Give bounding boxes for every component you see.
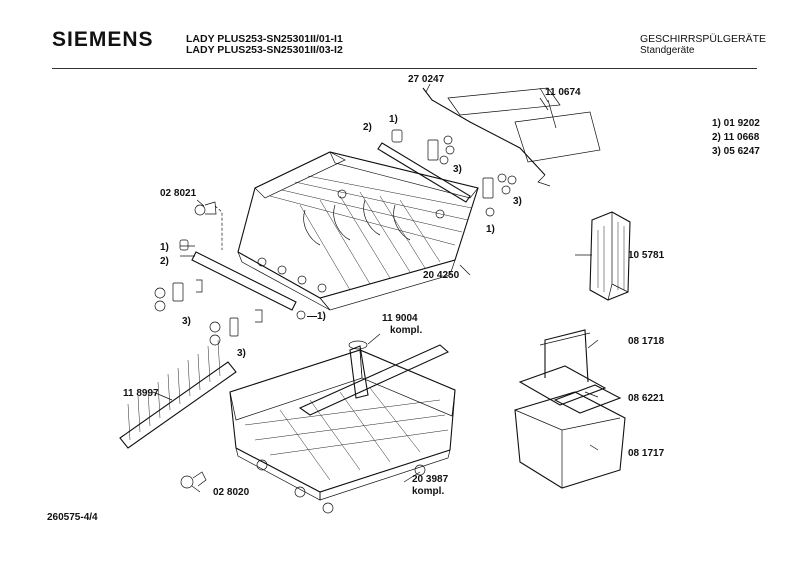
upper-basket	[237, 151, 479, 311]
upper-rail	[377, 142, 471, 203]
label-118997: 11 8997	[123, 388, 159, 399]
model-line-1: LADY PLUS253-SN25301II/01-I1	[186, 33, 343, 45]
end-cap-right	[296, 310, 306, 320]
roller-assembly-top-2	[482, 173, 517, 217]
cutlery-box	[589, 211, 631, 301]
roller-assembly-left-2	[209, 309, 263, 346]
header-rule	[52, 68, 757, 69]
model-line-2: LADY PLUS253-SN25301II/03-I2	[186, 44, 343, 56]
callout-3-c: 3)	[182, 316, 191, 327]
label-203987-kompl: kompl.	[412, 486, 444, 497]
legend-item: 1) 01 9202	[712, 118, 760, 129]
document-number: 260575-4/4	[47, 512, 98, 523]
category-line-2: Standgeräte	[640, 45, 695, 56]
roller-assembly-left-1	[154, 239, 203, 312]
label-081718: 08 1718	[628, 336, 665, 347]
callout-3-a: 3)	[453, 164, 462, 175]
cutlery-basket-lid	[518, 329, 607, 406]
cup-rack-shelf	[422, 87, 601, 187]
legend: 1) 01 9202 2) 11 0668 3) 05 6247	[712, 118, 760, 157]
cutlery-basket-insert	[553, 384, 622, 414]
label-203987: 20 3987	[412, 474, 449, 485]
label-119004: 11 9004	[382, 313, 418, 324]
callout-1-left: 1)	[160, 242, 169, 253]
label-110674: 11 0674	[545, 87, 581, 98]
lower-rail	[191, 251, 297, 311]
callout-2-left: 2)	[160, 256, 169, 267]
callout-3-d: 3)	[237, 348, 246, 359]
lower-basket	[229, 349, 456, 514]
label-081717: 08 1717	[628, 448, 665, 459]
clip-028020	[180, 471, 207, 489]
category-line-1: GESCHIRRSPÜLGERÄTE	[640, 33, 767, 45]
plate-insert	[119, 339, 237, 449]
label-028021: 02 8021	[160, 188, 197, 199]
label-086221: 08 6221	[628, 393, 665, 404]
callout-1-top: 1)	[389, 114, 398, 125]
label-105781: 10 5781	[628, 250, 665, 261]
callout-1-mid: —1)	[307, 311, 326, 322]
brand-logo: SIEMENS	[52, 28, 154, 51]
roller-assembly-top-1	[391, 129, 455, 165]
label-204250: 20 4250	[423, 270, 460, 281]
callout-1-right: 1)	[486, 224, 495, 235]
callout-3-b: 3)	[513, 196, 522, 207]
legend-item: 3) 05 6247	[712, 146, 760, 157]
callout-2-top: 2)	[363, 122, 372, 133]
cutlery-basket	[514, 391, 626, 489]
clip-028021	[194, 201, 223, 250]
spray-arm	[298, 340, 450, 416]
label-028020: 02 8020	[213, 487, 250, 498]
label-270247: 27 0247	[408, 74, 445, 85]
legend-item: 2) 11 0668	[712, 132, 760, 143]
label-119004-kompl: kompl.	[390, 325, 422, 336]
